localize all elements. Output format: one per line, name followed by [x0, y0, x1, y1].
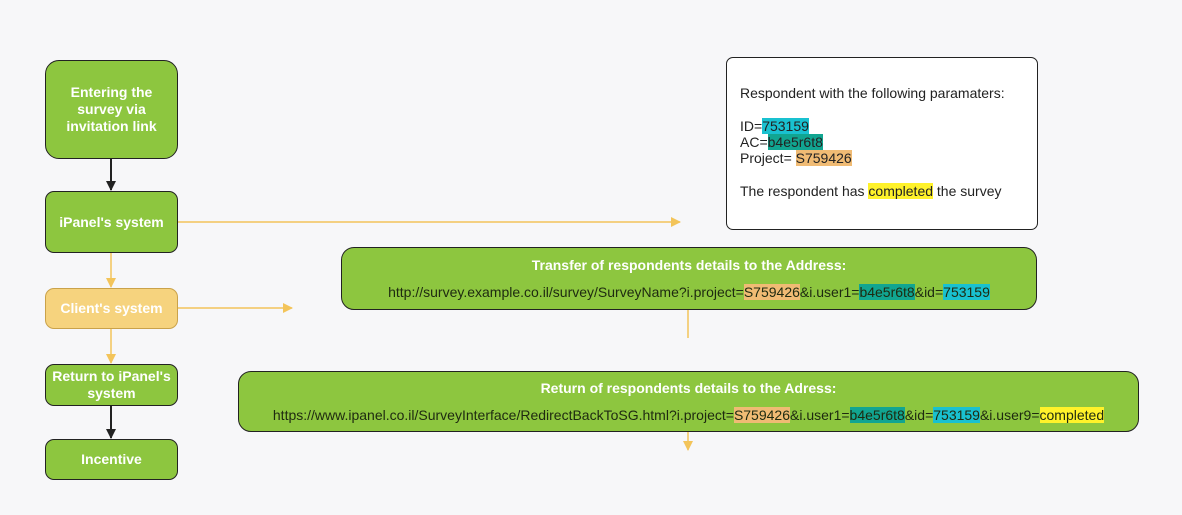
respondent-info-note: Respondent with the following paramaters… [726, 57, 1038, 230]
return-url-prefix: https://www.ipanel.co.il/SurveyInterface… [272, 406, 734, 423]
info-id-value: 753159 [762, 118, 809, 134]
transfer-url-prefix: http://survey.example.co.il/survey/Surve… [388, 283, 744, 300]
transfer-user1-sep: &i.user1= [799, 283, 860, 300]
transfer-caption: Transfer of respondents details to the A… [531, 256, 847, 273]
node-incentive: Incentive [45, 439, 178, 480]
return-url: https://www.ipanel.co.il/SurveyInterface… [272, 406, 1105, 424]
info-id-label: ID= [740, 118, 763, 134]
transfer-details-box: Transfer of respondents details to the A… [341, 247, 1037, 310]
transfer-url: http://survey.example.co.il/survey/Surve… [388, 283, 990, 301]
return-details-box: Return of respondents details to the Adr… [238, 371, 1139, 432]
return-ac-param: b4e5r6t8 [849, 406, 905, 423]
info-heading: Respondent with the following paramaters… [740, 85, 1005, 101]
transfer-project-param: S759426 [743, 283, 800, 300]
info-project-value: S759426 [795, 150, 852, 166]
return-user1-sep: &i.user1= [790, 406, 850, 423]
info-status-value: completed [868, 183, 934, 199]
info-ac-row: AC=b4e5r6t8 [740, 134, 1037, 150]
info-project-row: Project= S759426 [740, 150, 1037, 166]
info-ac-label: AC= [740, 134, 768, 150]
info-status-prefix: The respondent has [740, 183, 869, 199]
node-entering-survey: Entering the survey via invitation link [45, 60, 178, 159]
node-client-system: Client's system [45, 288, 178, 329]
info-ac-value: b4e5r6t8 [767, 134, 823, 150]
transfer-ac-param: b4e5r6t8 [859, 283, 915, 300]
return-user9-sep: &i.user9= [979, 406, 1040, 423]
node-return-to-ipanel: Return to iPanel's system [45, 364, 178, 406]
return-id-sep: &id= [904, 406, 934, 423]
return-id-param: 753159 [933, 406, 980, 423]
info-status-row: The respondent has completed the survey [740, 183, 1037, 199]
transfer-id-sep: &id= [914, 283, 944, 300]
info-status-suffix: the survey [933, 183, 1002, 199]
info-project-label: Project= [740, 150, 796, 166]
transfer-id-param: 753159 [943, 283, 990, 300]
return-project-param: S759426 [733, 406, 790, 423]
node-ipanel-system: iPanel's system [45, 191, 178, 253]
return-caption: Return of respondents details to the Adr… [540, 379, 837, 396]
info-id-row: ID=753159 [740, 118, 1037, 134]
return-status-param: completed [1039, 406, 1105, 423]
